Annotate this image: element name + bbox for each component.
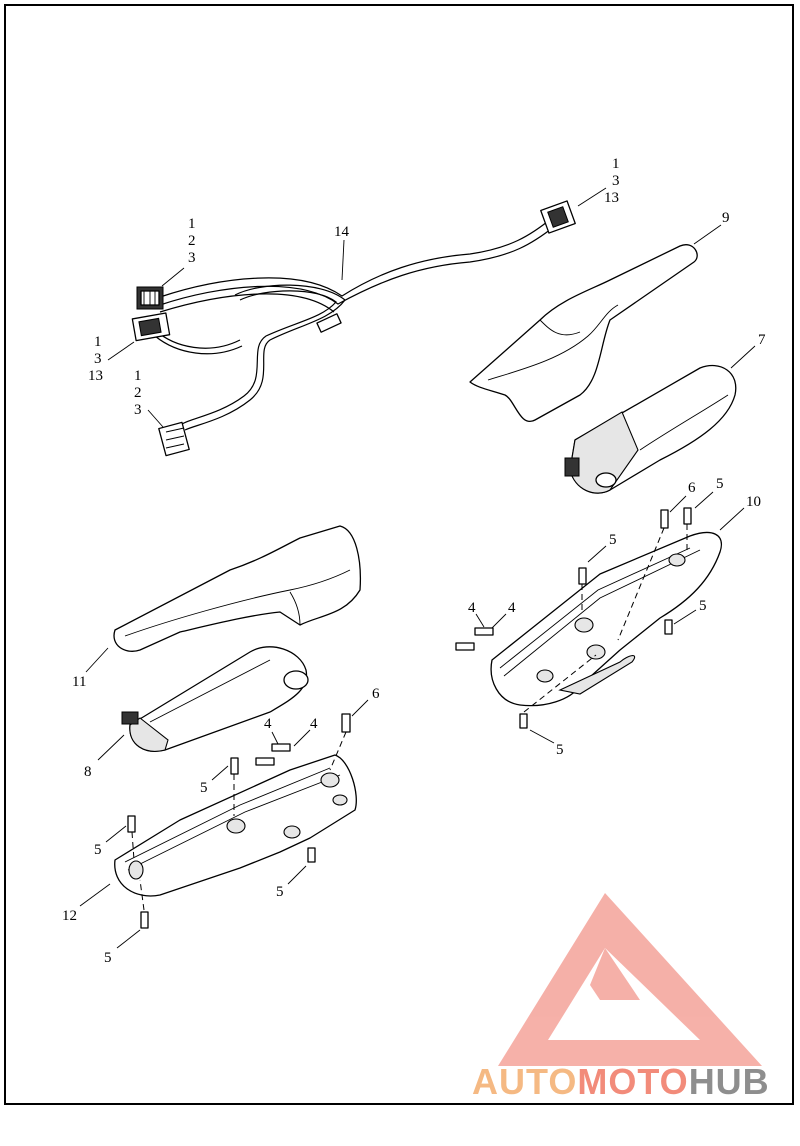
- screw-right-4a: [474, 627, 494, 636]
- screw-right-5c: [664, 619, 673, 635]
- screw-left-6: [329, 713, 351, 771]
- callout-5-right-top: 5: [716, 476, 724, 492]
- screw-right-5b: [683, 507, 692, 550]
- screw-right-4b: [455, 642, 475, 651]
- callout-labels: 1 3 13 14 1 2 3 1 3 13 1 2 3 9 7 6 5 10 …: [62, 156, 766, 966]
- screw-left-5c: [307, 847, 316, 863]
- watermark-hub: HUB: [688, 1061, 770, 1102]
- callout-1-2-3-upper-l2: 2: [188, 233, 196, 249]
- callout-1-3-13-left-l3: 13: [88, 368, 103, 384]
- screw-right-5a: [578, 567, 587, 614]
- connector-upper-left: [136, 286, 164, 310]
- callout-4-left-a: 4: [264, 716, 272, 732]
- callout-4-right-b: 4: [508, 600, 516, 616]
- watermark-moto: MOTO: [577, 1061, 689, 1102]
- connector-mid-left: [131, 312, 171, 342]
- screw-left-4a: [271, 743, 291, 752]
- callout-10: 10: [746, 494, 761, 510]
- callout-4-right-a: 4: [468, 600, 476, 616]
- connector-lower-left: [158, 421, 190, 457]
- callout-1-3-13-top-l2: 3: [612, 173, 620, 189]
- screw-right-5d: [519, 654, 597, 729]
- connector-top-right: [540, 200, 576, 234]
- callout-5-right-side: 5: [699, 598, 707, 614]
- callout-9: 9: [722, 210, 730, 226]
- callout-1-2-3-upper-l3: 3: [188, 250, 196, 266]
- screw-left-4b: [255, 757, 275, 766]
- callout-14: 14: [334, 224, 350, 240]
- callout-1-3-13-top-l3: 13: [604, 190, 619, 206]
- switch-housing-left: [121, 646, 309, 752]
- callout-1-3-13-top-l1: 1: [612, 156, 620, 172]
- callout-12: 12: [62, 908, 77, 924]
- callout-5-right-bottom: 5: [556, 742, 564, 758]
- callout-4-left-b: 4: [310, 716, 318, 732]
- wiring-harness: [154, 217, 556, 431]
- callout-1-3-13-left-l1: 1: [94, 334, 102, 350]
- callout-1-2-3-lower-l1: 1: [134, 368, 142, 384]
- screw-right-6: [617, 509, 669, 641]
- callout-5-right-mid: 5: [609, 532, 617, 548]
- watermark-logo-triangle: [498, 893, 762, 1066]
- lower-housing-left: [114, 754, 357, 897]
- watermark-logo-text: AUTOMOTOHUB: [472, 1064, 770, 1100]
- lower-housing-right: [490, 531, 722, 707]
- leader-lines: [79, 187, 756, 949]
- callout-8: 8: [84, 764, 92, 780]
- callout-1-2-3-lower-l3: 3: [134, 402, 142, 418]
- callout-6-left: 6: [372, 686, 380, 702]
- callout-5-left-bottom: 5: [104, 950, 112, 966]
- callout-6-right: 6: [688, 480, 696, 496]
- diagram-frame: [4, 4, 794, 1105]
- watermark-auto: AUTO: [472, 1061, 578, 1102]
- callout-1-3-13-left-l2: 3: [94, 351, 102, 367]
- callout-5-left-lower: 5: [276, 884, 284, 900]
- callout-5-left-top: 5: [200, 780, 208, 796]
- screw-left-5a: [230, 757, 239, 816]
- screw-left-5b: [127, 815, 136, 861]
- callout-5-left-mid: 5: [94, 842, 102, 858]
- callout-7: 7: [758, 332, 766, 348]
- callout-1-2-3-upper-l1: 1: [188, 216, 196, 232]
- top-cover-right: [469, 244, 698, 423]
- callout-11: 11: [72, 674, 86, 690]
- switch-housing-right: [564, 364, 737, 494]
- screw-left-5d: [139, 879, 149, 929]
- top-cover-left: [113, 525, 362, 652]
- callout-1-2-3-lower-l2: 2: [134, 385, 142, 401]
